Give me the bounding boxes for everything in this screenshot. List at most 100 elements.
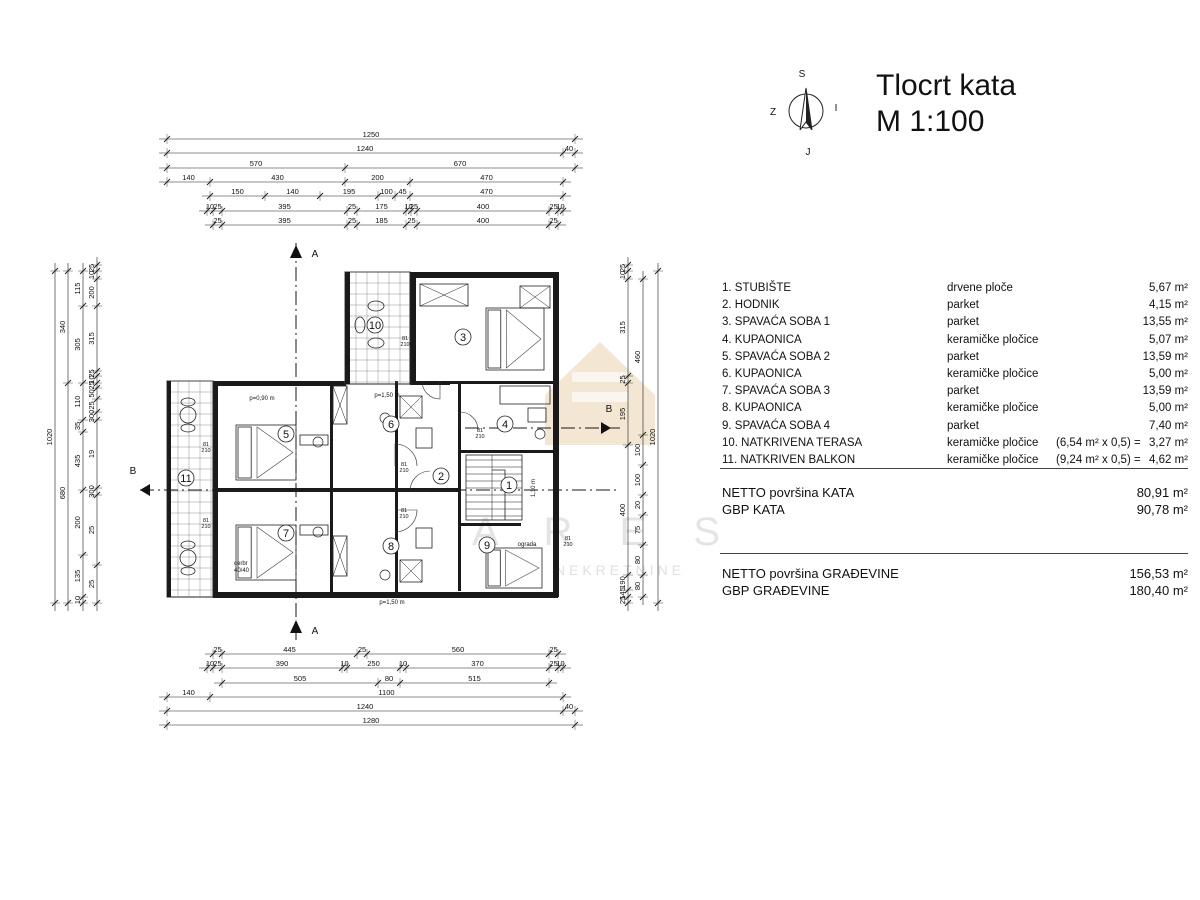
- stair-arrow: [492, 469, 506, 520]
- dimension-label: 25: [87, 264, 96, 272]
- wall-exterior-north-west: [213, 381, 346, 386]
- chair: [180, 566, 196, 576]
- wall-interior-room5-6: [330, 381, 333, 491]
- window-note: p=0,90 m: [249, 396, 274, 402]
- washbasin: [415, 427, 433, 449]
- dimension-label: 150: [231, 187, 244, 196]
- dimension-label: 10: [87, 271, 96, 279]
- legend-material: parket: [947, 316, 979, 329]
- legend-divider: [720, 468, 1188, 469]
- dimension-label: 505: [294, 674, 307, 683]
- dimension-label: 370: [471, 659, 484, 668]
- compass-west-label: Z: [770, 107, 776, 118]
- plan-title: Tlocrt kata M 1:100: [876, 68, 1016, 140]
- plan-title-line1: Tlocrt kata: [876, 69, 1017, 102]
- legend-room-name: 11. NATKRIVEN BALKON: [722, 453, 856, 466]
- door-room8: [394, 509, 418, 533]
- dimension-label: 115: [73, 283, 82, 295]
- room-number-badge: [382, 415, 400, 433]
- dimension-label: 25: [549, 659, 557, 668]
- dimension-label: 25: [213, 216, 221, 225]
- wall-interior-stair-south: [461, 523, 521, 526]
- room-number: 11: [180, 473, 191, 485]
- dimension-label: 1020: [45, 429, 54, 446]
- dimension-label: 25: [407, 216, 415, 225]
- dimension-label: 400: [477, 202, 490, 211]
- desk-chair: [312, 526, 324, 538]
- dimension-label: 1250: [363, 130, 380, 139]
- section-label-b: B: [130, 466, 137, 477]
- window-note: p=1,50 m: [374, 393, 399, 399]
- room-number-badge: [382, 537, 400, 555]
- watermark-logo-stripe: [572, 372, 628, 382]
- shower-drain: [399, 559, 423, 583]
- dimension-label: 400: [618, 504, 627, 517]
- dimension-label: 570: [250, 159, 263, 168]
- dimension-label: 300: [87, 410, 96, 423]
- dimension-label: 20: [633, 501, 642, 509]
- room-number-badge: [496, 415, 514, 433]
- bed-blanket: [505, 309, 542, 369]
- dimension-label: 35: [73, 422, 82, 430]
- dimension-label: 470: [480, 173, 493, 182]
- legend-calculation: (6,54 m² x 0,5) =: [1056, 436, 1141, 449]
- dimension-label: 25: [87, 369, 96, 377]
- legend-room-name: 1. STUBIŠTE: [722, 282, 792, 294]
- bed-pillow: [487, 309, 502, 369]
- dimension-label: 460: [633, 351, 642, 364]
- wall-exterior-north-mid: [410, 272, 416, 384]
- watermark-text: A R E S: [472, 510, 738, 554]
- dimension-label: 10: [206, 202, 214, 211]
- compass-north-label: S: [799, 69, 806, 80]
- legend-area: 13,59 m²: [1142, 385, 1188, 398]
- dimension-label: 25: [348, 216, 356, 225]
- dimension-label: 25: [410, 202, 418, 211]
- legend-area: 13,55 m²: [1142, 316, 1188, 329]
- wall-interior-6-2: [395, 381, 398, 491]
- legend-material: keramičke pločice: [947, 333, 1039, 346]
- room-number: 6: [388, 419, 394, 431]
- dimension-label: 315: [87, 332, 96, 345]
- legend-area: 5,00 m²: [1149, 367, 1188, 380]
- desk: [299, 434, 329, 446]
- legend-material: drvene ploče: [947, 282, 1013, 294]
- room-number: 5: [283, 429, 289, 441]
- dimension-label: 40: [565, 144, 573, 153]
- total-label: GBP KATA: [722, 502, 785, 517]
- legend-area: 5,00 m²: [1149, 402, 1188, 415]
- room-number-badge: [432, 467, 450, 485]
- section-arrow-b: [140, 484, 150, 496]
- dimension-label: 395: [278, 216, 291, 225]
- staircase: [465, 454, 523, 521]
- bed-pillow: [237, 426, 252, 479]
- legend-calculation: (9,24 m² x 0,5) =: [1056, 453, 1141, 466]
- window-note: p=1,50 m: [379, 600, 404, 606]
- dimension-label: 1280: [363, 716, 380, 725]
- watermark-subtext: NEKRETNINE: [555, 562, 685, 578]
- wardrobe-mark: [332, 535, 348, 577]
- dimension-label: 560: [452, 645, 465, 654]
- terrace-wall: [345, 272, 350, 384]
- room-number: 4: [502, 419, 508, 431]
- dimension-label: 445: [283, 645, 296, 654]
- room-number: 9: [484, 540, 490, 552]
- dimension-label: 300: [87, 485, 96, 498]
- legend-area: 5,07 m²: [1149, 333, 1188, 346]
- legend-room-name: 6. KUPAONICA: [722, 367, 802, 380]
- dimension-label: 10: [556, 202, 564, 211]
- dimension-label: 25: [87, 580, 96, 588]
- room-number: 10: [369, 320, 381, 332]
- dimension-label: 80: [633, 556, 642, 564]
- legend-room-name: 8. KUPAONICA: [722, 402, 802, 415]
- total-label: NETTO površina GRAĐEVINE: [722, 566, 899, 581]
